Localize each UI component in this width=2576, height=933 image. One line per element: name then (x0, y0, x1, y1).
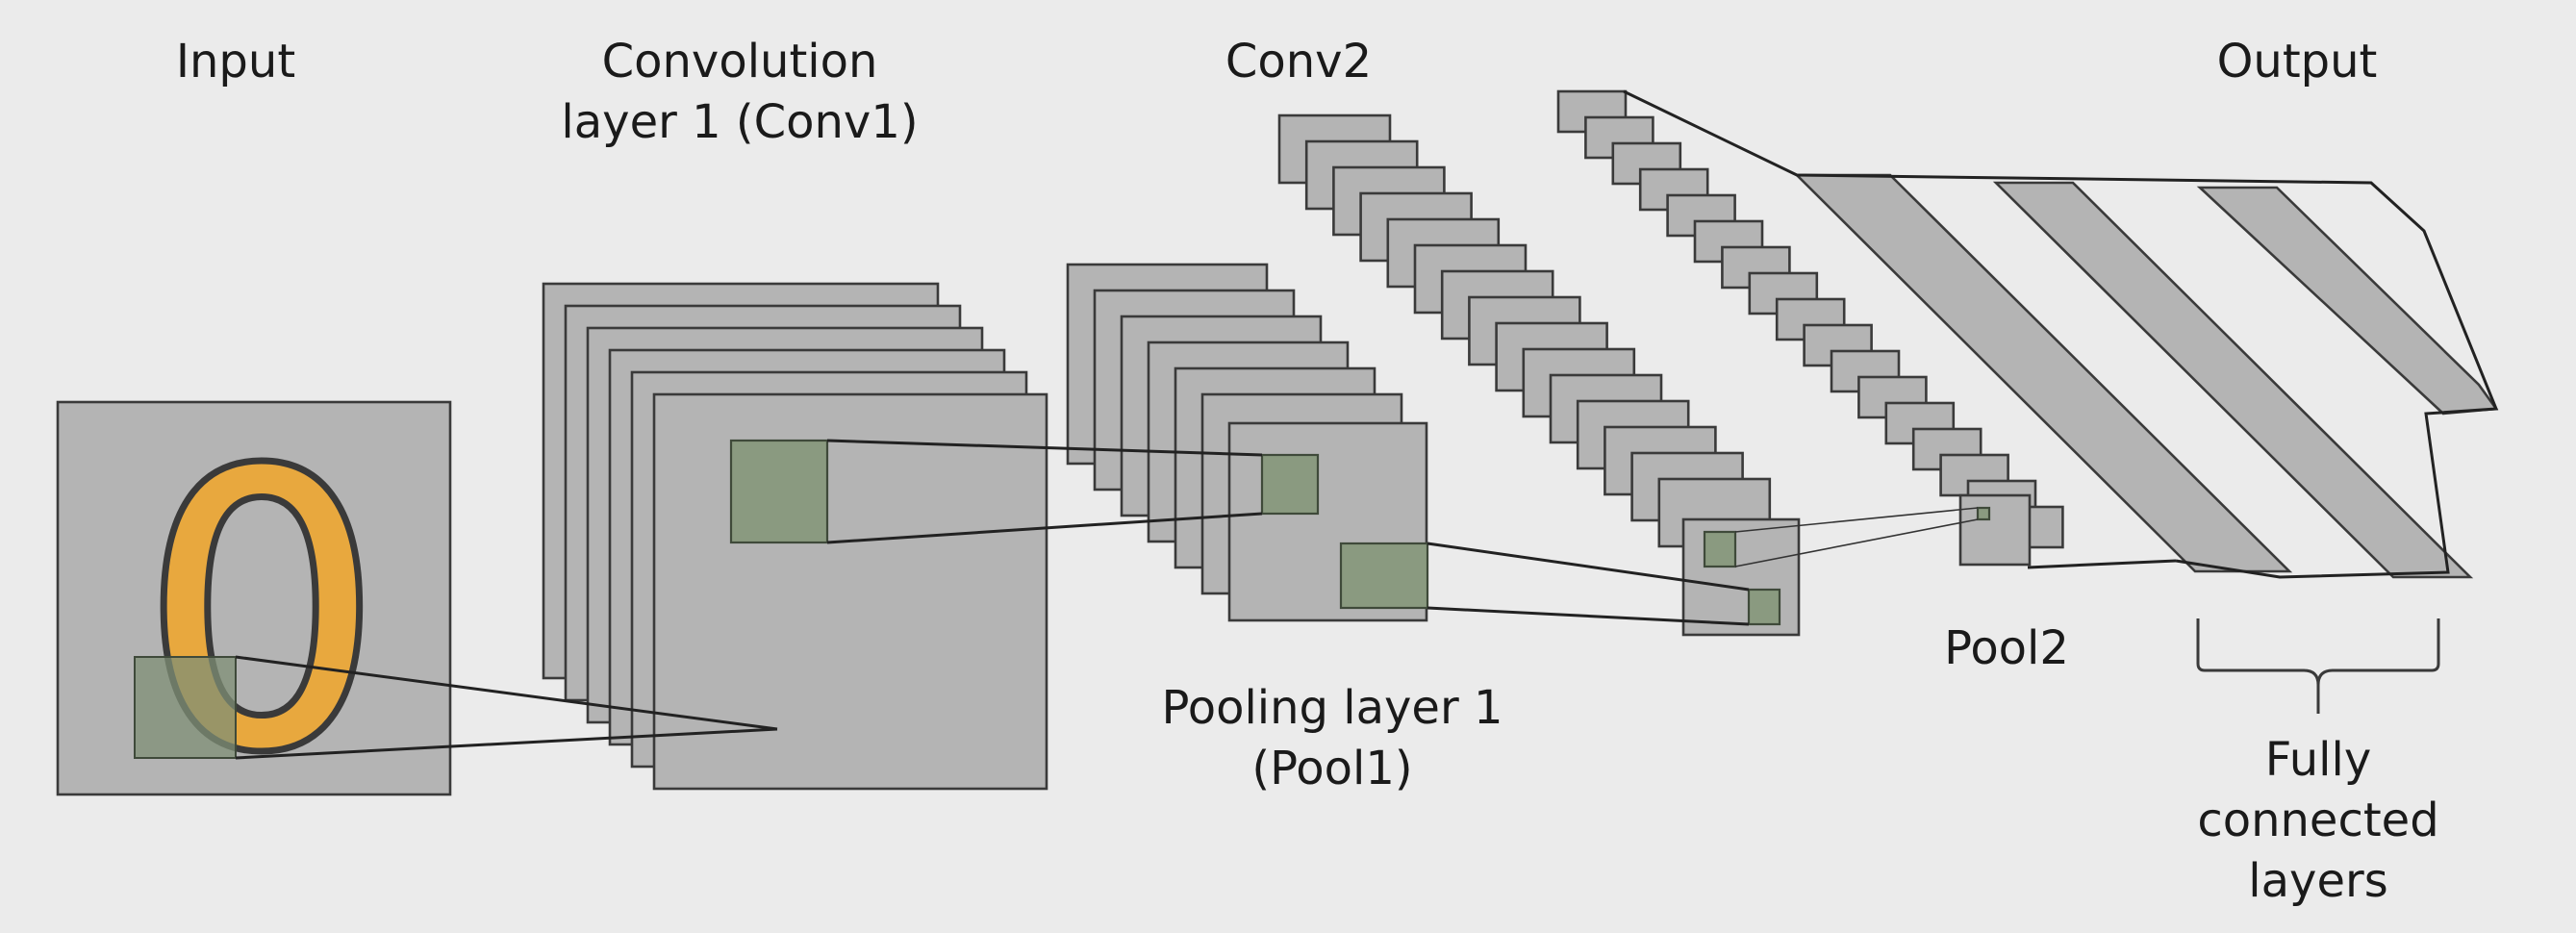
fc-label-line2: connected (2197, 794, 2438, 847)
conv2-kernel-window (1703, 530, 1737, 568)
pool1-pooled-cell (1260, 453, 1320, 516)
pool1-to-conv2-line (1427, 542, 1750, 592)
pool1-receptive-field (1339, 542, 1429, 610)
input-receptive-field (134, 656, 237, 759)
output-label: Output (2217, 35, 2378, 88)
conv2-to-pool2-line (1734, 518, 1979, 567)
input-label: Input (176, 35, 295, 88)
fc-label-line3: layers (2248, 854, 2387, 908)
conv2-label: Conv2 (1225, 35, 1372, 88)
input-digit: 0 (142, 394, 381, 831)
conv2-to-pool2-line (1734, 507, 1979, 533)
connection-lines (235, 439, 1979, 760)
pool2-label: Pool2 (1944, 621, 2069, 675)
input-to-conv1-line (235, 655, 778, 731)
conv2-map (1681, 517, 1801, 637)
conv1-receptive-field (729, 439, 829, 544)
conv2-pooled-cell (1747, 588, 1781, 626)
pool1-feature-maps (1066, 263, 1428, 622)
conv1-to-pool1-line (826, 512, 1263, 544)
input-image (56, 400, 452, 796)
pool1-to-conv2-line (1427, 606, 1750, 626)
fc-layer-outline (1623, 89, 2499, 579)
conv1-feature-maps (542, 282, 1048, 791)
pool1-label-line2: (Pool1) (1251, 742, 1412, 795)
conv1-label-line1: Convolution (602, 35, 878, 88)
pool2-pooled-cell (1976, 506, 1991, 521)
pool1-label-line1: Pooling layer 1 (1161, 681, 1503, 735)
fc-brace (2196, 618, 2440, 714)
fc-layer-band (2196, 186, 2499, 416)
pool2-feature-maps (1556, 89, 2064, 567)
conv1-map (652, 392, 1048, 791)
fully-connected-layers (1793, 173, 2499, 579)
conv1-label-line2: layer 1 (Conv1) (561, 95, 918, 149)
fc-layer-band (1992, 181, 2474, 579)
fc-to-pool2-connector (2027, 559, 2177, 569)
conv1-to-pool1-line (826, 439, 1263, 457)
input-to-conv1-line (235, 727, 778, 760)
fc-label-line1: Fully (2265, 733, 2371, 787)
pool2-map (1958, 493, 2032, 567)
